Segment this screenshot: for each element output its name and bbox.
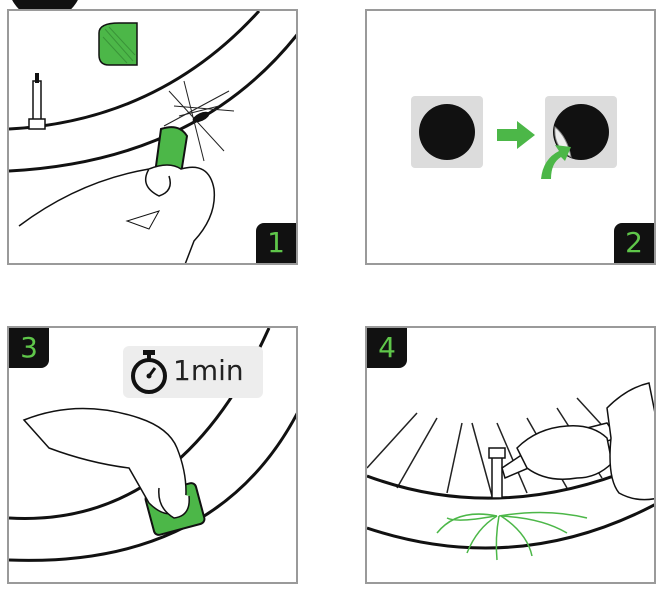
hand-illustration [18, 126, 216, 263]
step-number-badge: 3 [9, 328, 49, 368]
air-splash [436, 511, 588, 561]
timer-text: 1min [173, 354, 244, 387]
hand-illustration [22, 407, 190, 519]
step-1-illustration [9, 11, 296, 263]
step-2-illustration [411, 96, 617, 179]
step-number-badge: 4 [367, 328, 407, 368]
step-number-badge: 2 [614, 223, 654, 263]
step-2-panel: 2 [365, 9, 656, 265]
step-4-panel: 4 [365, 326, 656, 584]
step-3-illustration [9, 328, 296, 562]
step-1-panel: 1 [7, 9, 298, 265]
valve-icon [28, 73, 46, 130]
timer-label: 1min [123, 346, 263, 398]
arrow-right-icon [497, 121, 535, 149]
peel-arrow-icon [541, 145, 571, 179]
stopwatch-icon [131, 350, 167, 394]
hand-illustration [516, 382, 654, 501]
patch-icon [411, 96, 483, 168]
step-3-panel: 3 1min [7, 326, 298, 584]
step-4-illustration [367, 382, 654, 561]
step-number-badge: 1 [256, 223, 296, 263]
sandpaper-icon [98, 22, 138, 66]
